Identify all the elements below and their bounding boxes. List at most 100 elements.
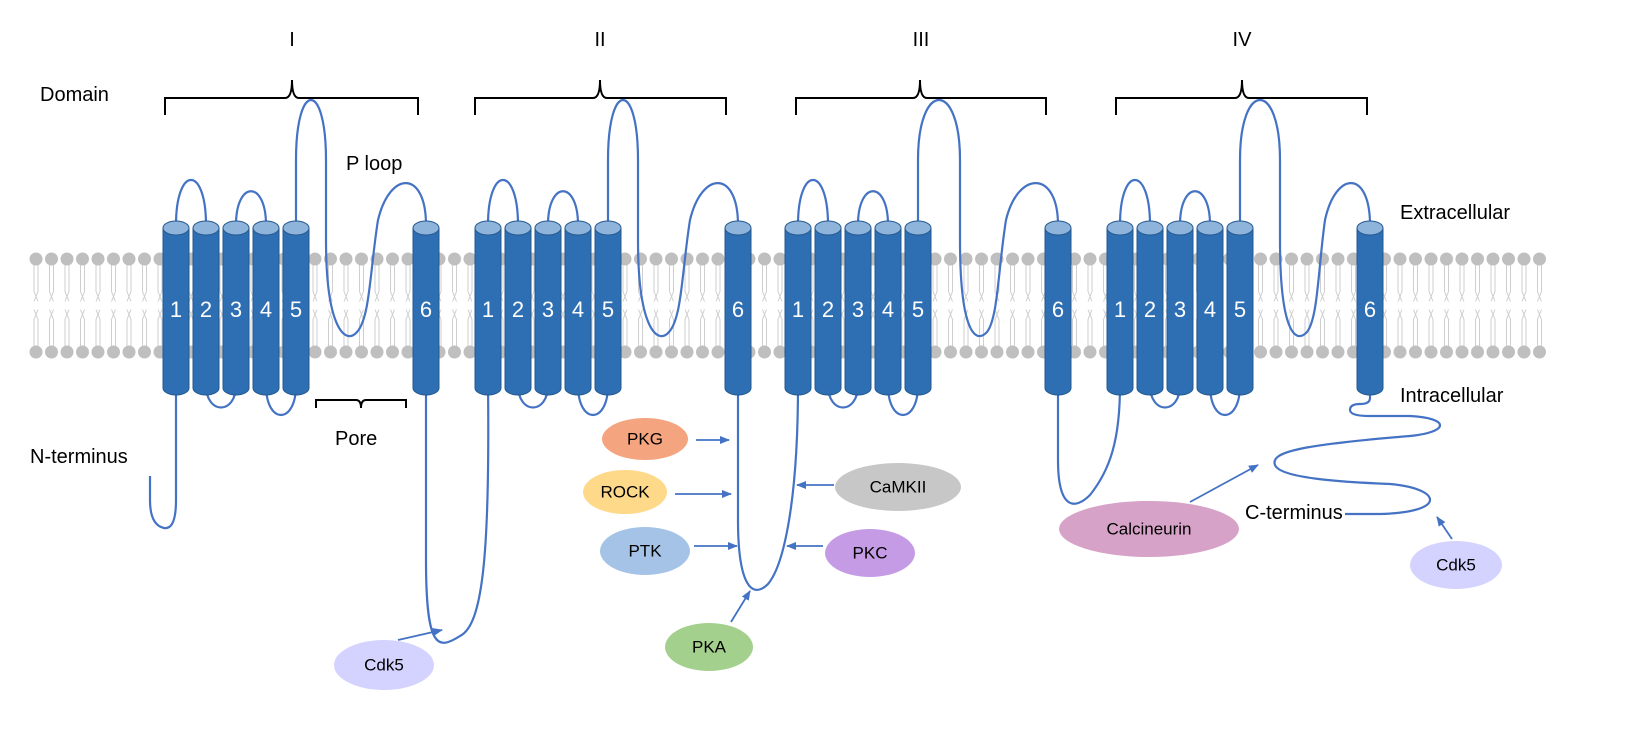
lipid-head — [1409, 252, 1422, 266]
lipid-tail — [374, 265, 380, 346]
lipid-head — [649, 252, 663, 266]
domain-numeral-4: IV — [1233, 29, 1253, 51]
lipid-tail — [80, 265, 85, 346]
lipid-head — [401, 345, 415, 359]
helix-number: 6 — [732, 297, 744, 322]
lipid-head — [107, 252, 120, 266]
loop-d4-1-2 — [1118, 179, 1152, 226]
lipid-head — [711, 252, 725, 266]
lipid-head — [696, 252, 709, 266]
lipid-head — [1471, 252, 1484, 266]
helix-body — [784, 227, 812, 396]
n-terminus-chain — [148, 385, 178, 530]
helix-cap — [904, 220, 932, 236]
helix-d2-s5: 5 — [594, 220, 622, 396]
helix-d1-s6: 6 — [412, 220, 440, 396]
lipid-tail — [1490, 265, 1496, 346]
peptide-chain — [148, 98, 1442, 644]
lipid-head — [1254, 252, 1267, 266]
lipid-head — [339, 345, 353, 359]
domain-numeral-2: II — [594, 29, 605, 51]
kinase-pka: PKA — [665, 623, 753, 671]
helix-number: 5 — [1234, 297, 1246, 322]
helix-d2-s3: 3 — [534, 220, 562, 396]
helix-d1-s3: 3 — [222, 220, 250, 396]
pka-label: PKA — [692, 637, 727, 656]
lipid-tail — [157, 265, 163, 346]
lipid-head — [91, 345, 105, 359]
lipid-tail — [1025, 265, 1031, 346]
lipid-head — [1440, 252, 1453, 266]
helix-d4-s1: 1 — [1106, 220, 1134, 396]
helix-body — [1196, 227, 1224, 396]
lipid-head — [944, 252, 957, 266]
lipid-head — [355, 252, 368, 266]
lipid-tail — [1335, 265, 1341, 346]
rock-label: ROCK — [600, 482, 650, 501]
lipid-head — [463, 345, 477, 359]
lipid-head — [1471, 345, 1484, 359]
helix-cap — [1356, 220, 1384, 236]
lipid-tail — [1010, 265, 1015, 346]
lipid-tail — [638, 265, 643, 346]
helix-cap — [1044, 220, 1072, 236]
intracellular-label: Intracellular — [1400, 385, 1504, 407]
helix-body — [1106, 227, 1134, 396]
lipid-head — [1254, 345, 1267, 359]
helix-number: 1 — [482, 297, 494, 322]
lipid-tail — [390, 265, 395, 346]
lipid-tail — [49, 265, 54, 346]
lipid-tail — [1258, 265, 1263, 346]
lipid-head — [990, 345, 1004, 359]
helix-cap — [784, 220, 812, 236]
loop-d2-4-5 — [576, 384, 610, 416]
lipid-head — [928, 252, 942, 266]
lipid-head — [1021, 345, 1035, 359]
lipid-head — [1517, 345, 1531, 359]
kinase-calcineurin: Calcineurin — [1059, 501, 1239, 557]
helix-cap — [412, 220, 440, 236]
helix-body — [222, 227, 250, 396]
helix-body — [844, 227, 872, 396]
lipid-head — [1440, 345, 1453, 359]
helix-cap — [594, 220, 622, 236]
helix-cap — [282, 220, 310, 236]
lipid-tail — [1459, 265, 1465, 346]
lipid-head — [45, 345, 58, 359]
helix-cap — [162, 220, 190, 236]
lipid-head — [1486, 252, 1500, 266]
helix-d2-s2: 2 — [504, 220, 532, 396]
lipid-head — [122, 252, 136, 266]
lipid-tail — [1537, 265, 1542, 346]
lipid-head — [339, 252, 353, 266]
kinase-cdk5-right: Cdk5 — [1410, 541, 1502, 589]
lipid-head — [649, 345, 663, 359]
lipid-tail — [95, 265, 101, 346]
helix-cap — [844, 220, 872, 236]
helix-d3-s5: 5 — [904, 220, 932, 396]
lipid-head — [665, 252, 678, 266]
lipid-head — [401, 252, 415, 266]
lipid-tail — [467, 265, 473, 346]
helix-number: 5 — [290, 297, 302, 322]
lipid-head — [60, 252, 74, 266]
lipid-head — [76, 252, 89, 266]
lipid-head — [1517, 252, 1531, 266]
domain-brackets — [164, 79, 1368, 409]
lipid-head — [45, 252, 58, 266]
kinases: PKG ROCK PTK PKA CaMKII PKC Calcineurin — [334, 418, 1502, 690]
p-loop-d1 — [294, 98, 428, 338]
lipid-tail — [870, 265, 876, 346]
lipid-head — [308, 345, 322, 359]
helix-body — [874, 227, 902, 396]
lipid-head — [138, 345, 151, 359]
lipid-head — [680, 345, 694, 359]
lipid-head — [370, 345, 384, 359]
lipid-head — [29, 252, 43, 266]
lipid-tail — [1506, 265, 1511, 346]
lipid-tail — [715, 265, 721, 346]
ptk-label: PTK — [628, 541, 662, 560]
lipid-head — [324, 345, 337, 359]
lipid-head — [1502, 252, 1515, 266]
helix-number: 4 — [882, 297, 894, 322]
